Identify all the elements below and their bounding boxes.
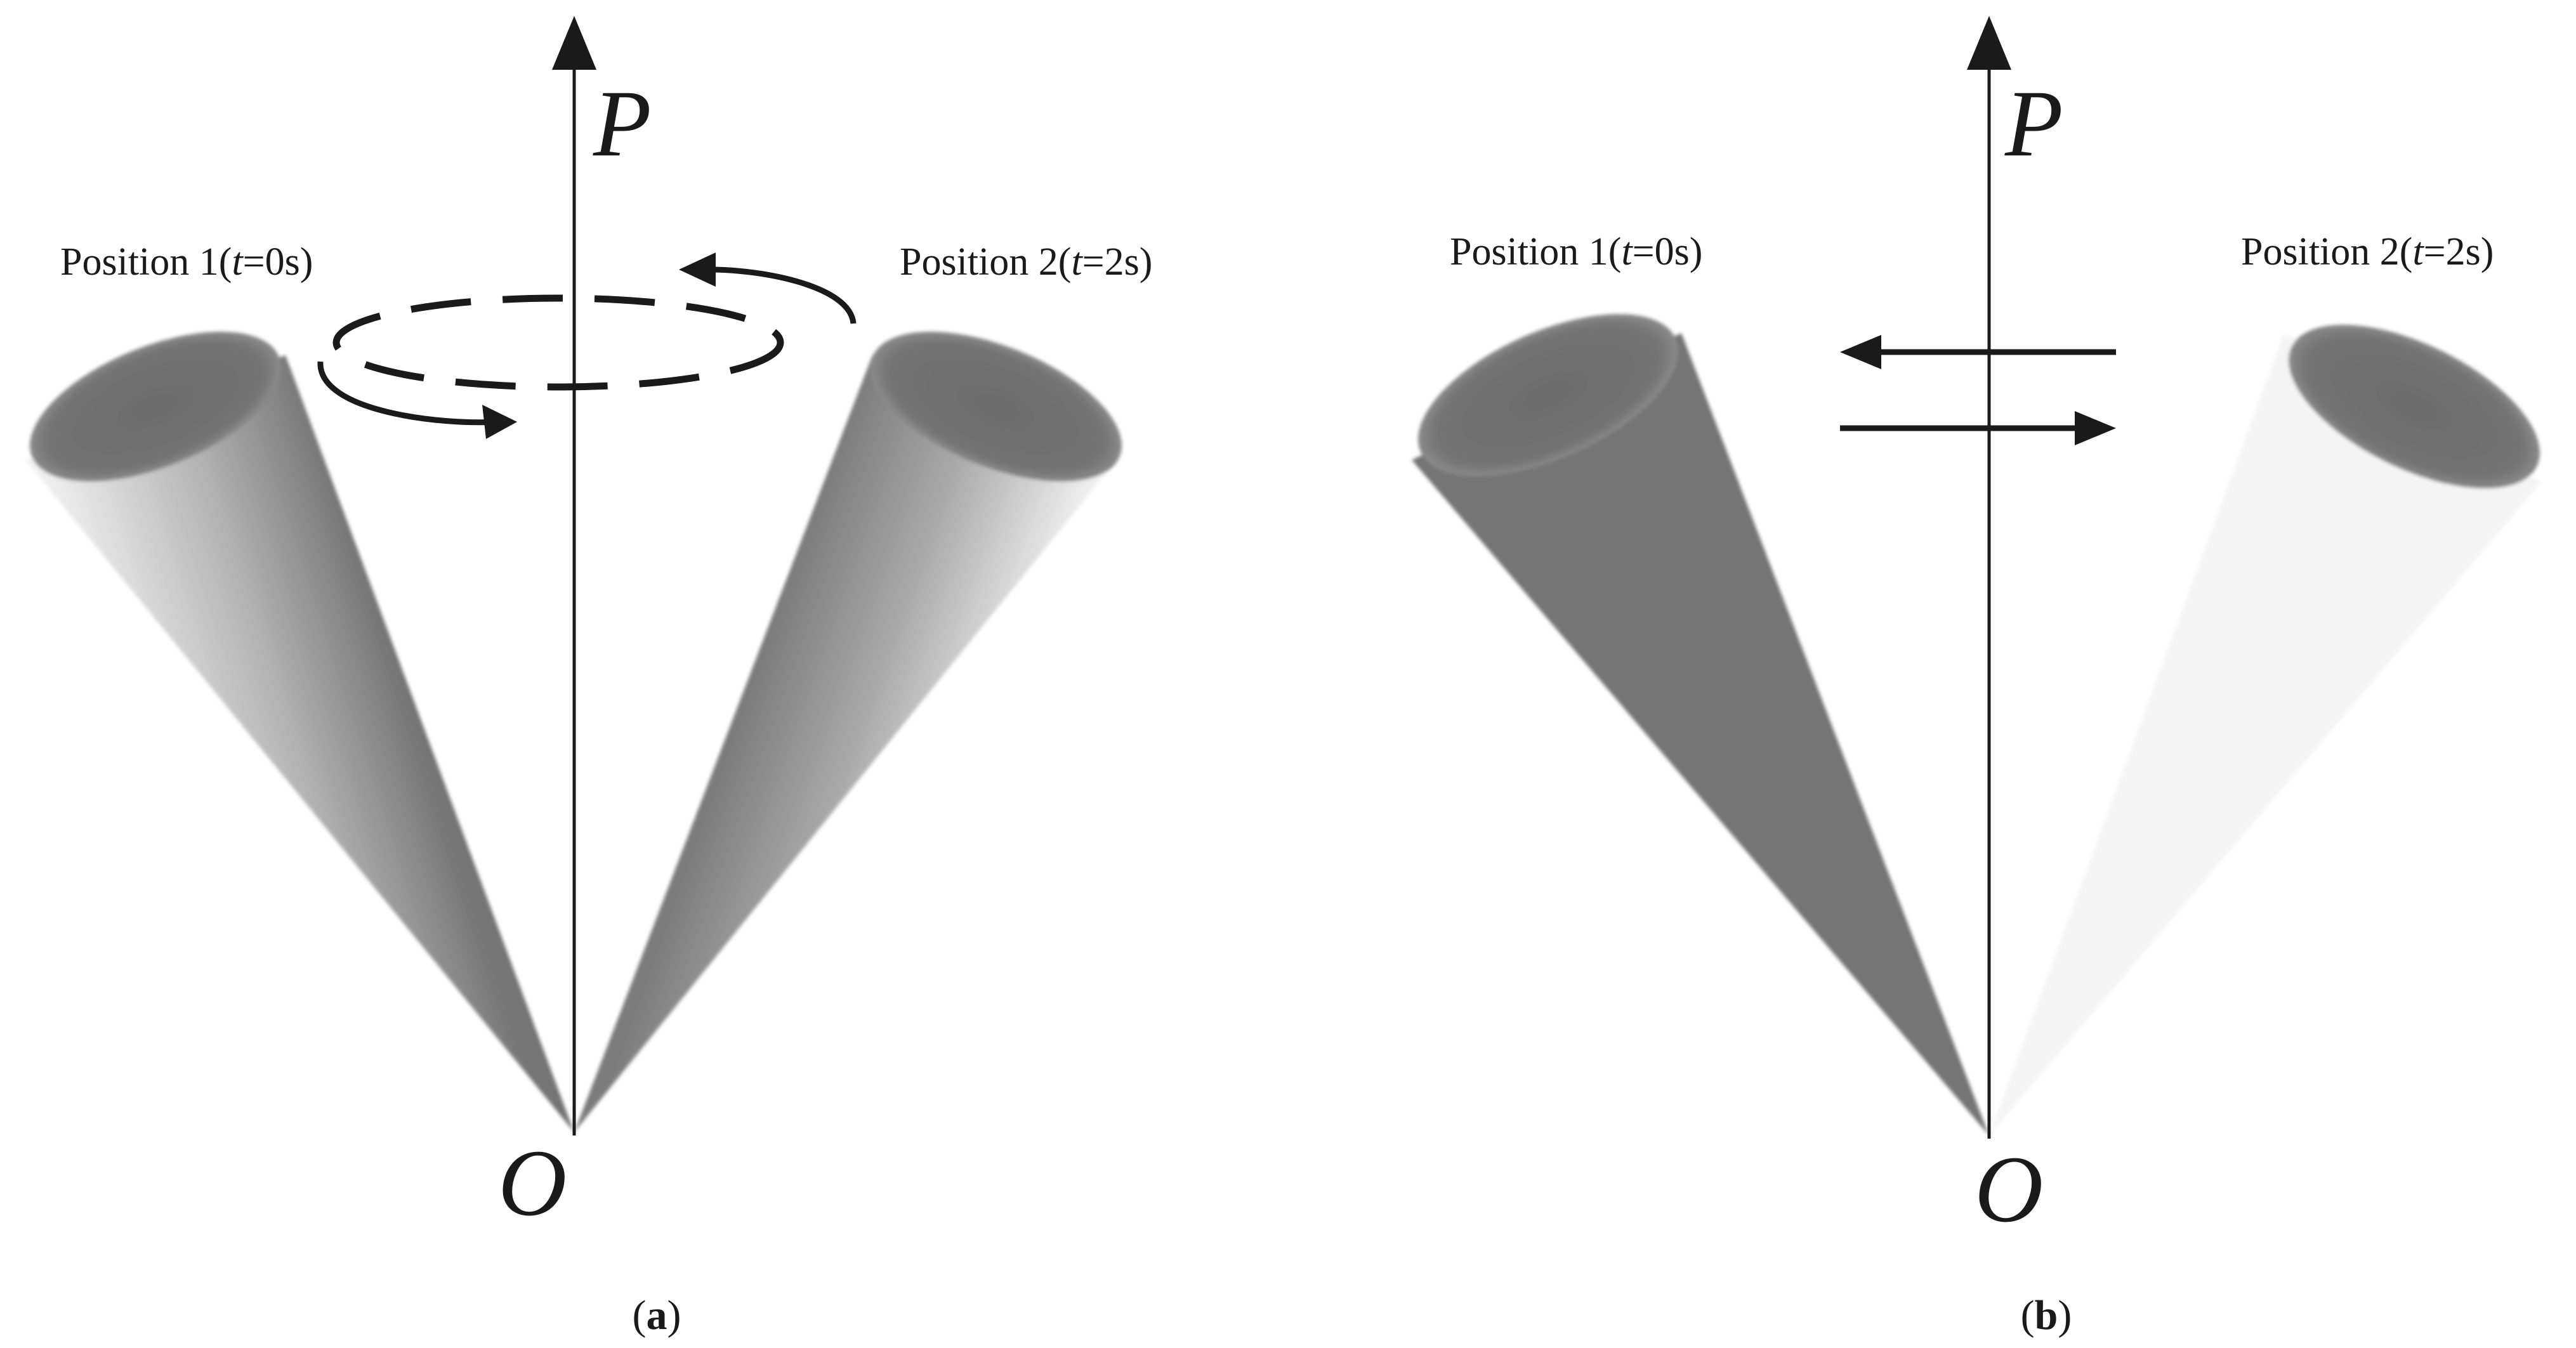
axis-top-label: P — [593, 71, 652, 176]
axis-origin-label: O — [498, 1130, 567, 1236]
rotation-arrowhead-left — [679, 252, 716, 287]
oscillation-arrowhead-right — [2075, 411, 2116, 445]
axis-origin-label: O — [1975, 1137, 2043, 1242]
oscillation-arrowhead-left — [1840, 335, 1881, 369]
position-2-label: Position 2(t=2s) — [2241, 230, 2494, 273]
rotation-arrowhead-right — [482, 405, 517, 439]
axis-arrowhead — [1967, 16, 2011, 70]
rotation-arrow-left — [710, 266, 857, 324]
rotation-arrow-right — [317, 361, 496, 426]
cone-position-1 — [1412, 314, 1989, 1135]
panel-a: P O Position 1(t=0s) Position 2(t=2s) (a… — [25, 16, 1152, 1338]
cone-position-2 — [574, 331, 1122, 1132]
axis-top-label: P — [2004, 71, 2063, 176]
position-1-label: Position 1(t=0s) — [60, 240, 313, 284]
panel-a-sublabel: (a) — [633, 1292, 681, 1338]
cone-position-1 — [25, 331, 574, 1132]
panel-b-sublabel: (b) — [2021, 1292, 2072, 1338]
axis-arrowhead — [552, 16, 596, 70]
rotation-path — [332, 294, 784, 391]
position-2-label: Position 2(t=2s) — [900, 240, 1152, 284]
position-1-label: Position 1(t=0s) — [1450, 230, 1702, 273]
cone-position-2 — [1989, 324, 2541, 1135]
panel-b: P O Position 1(t=0s) Position 2(t=2s) (b… — [1412, 16, 2541, 1338]
